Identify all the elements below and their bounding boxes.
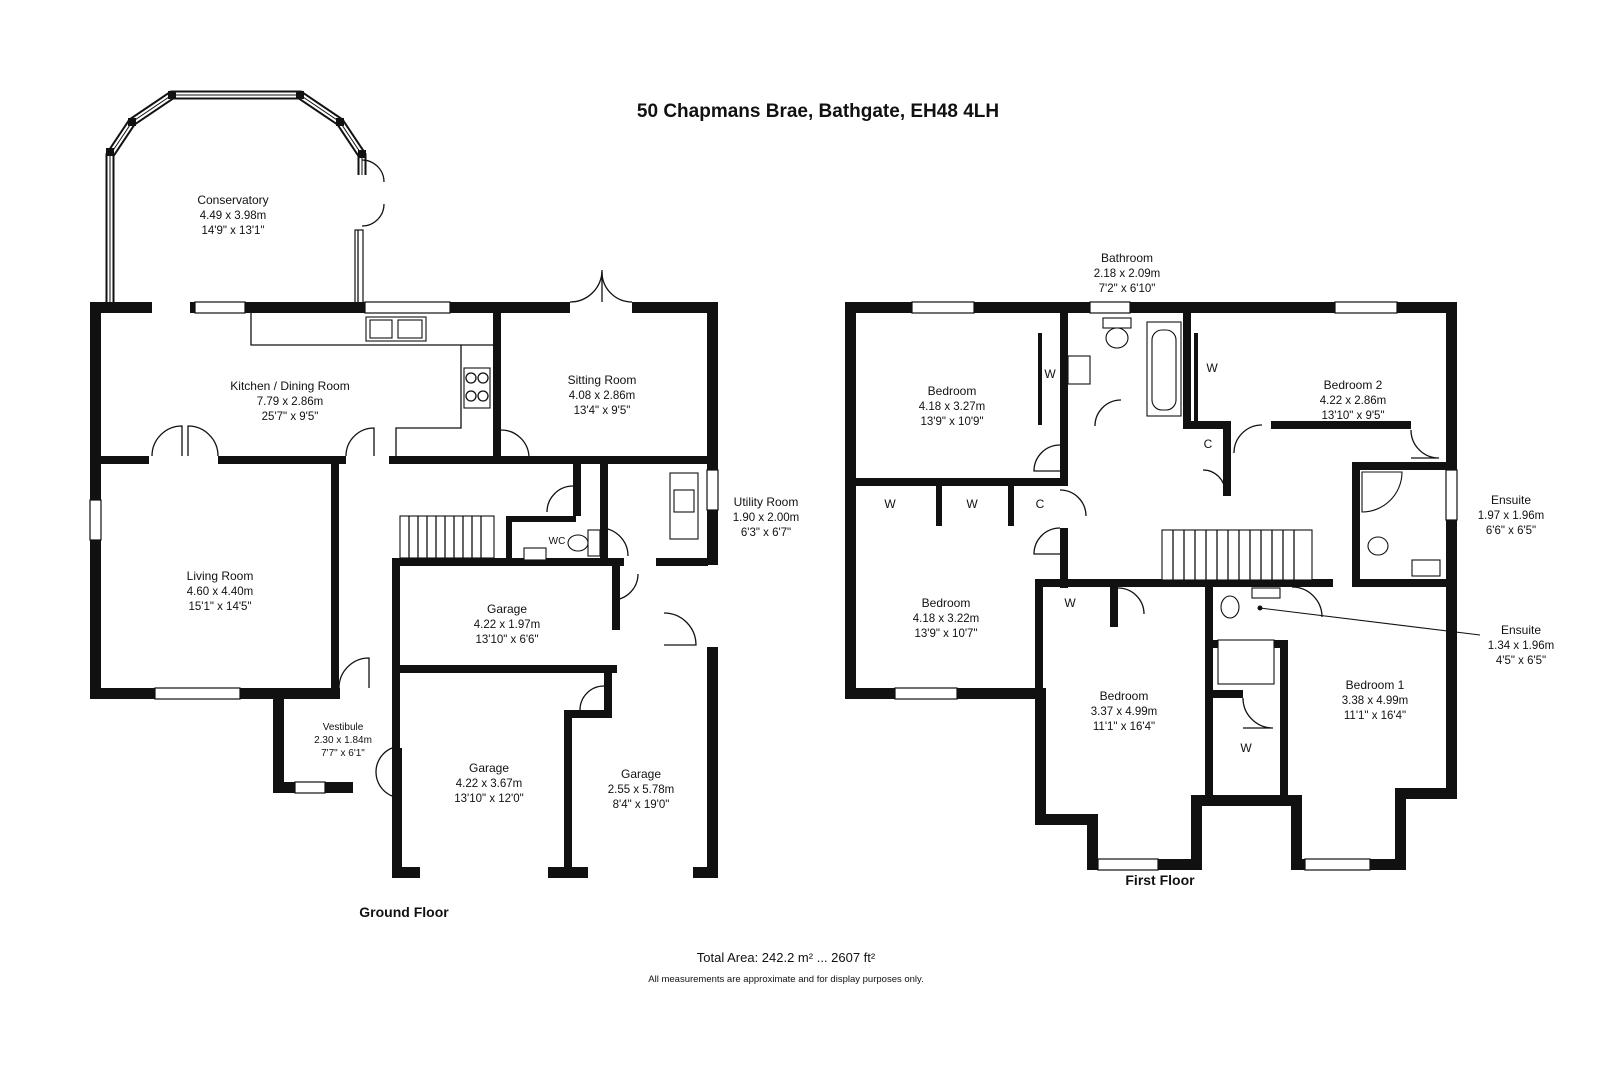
vestibule-label: Vestibule <box>323 722 364 733</box>
garage-mid-metric: 4.22 x 3.67m <box>456 778 522 790</box>
garage-right-imperial: 8'4" x 19'0" <box>613 799 670 811</box>
living-room-imperial: 15'1" x 14'5" <box>188 601 251 613</box>
conservatory-walls <box>105 90 385 310</box>
wardrobe-label-bedroom1: W <box>1240 741 1252 755</box>
ensuite-center-imperial: 4'5" x 6'5" <box>1496 655 1546 667</box>
ensuite-right-imperial: 6'6" x 6'5" <box>1486 525 1536 537</box>
bathroom-metric: 2.18 x 2.09m <box>1094 268 1160 280</box>
sitting-room-imperial: 13'4" x 9'5" <box>574 405 631 417</box>
disclaimer-text: All measurements are approximate and for… <box>648 974 923 985</box>
wc-label: WC <box>549 536 566 547</box>
bedroom1-imperial: 11'1" x 16'4" <box>1344 710 1406 722</box>
ensuite-right-label: Ensuite <box>1491 493 1531 507</box>
bedroom1-metric: 3.38 x 4.99m <box>1342 695 1408 707</box>
bedroom-top-left-imperial: 13'9" x 10'9" <box>920 416 983 428</box>
first-storage-labels: W W C W W C W W <box>884 361 1252 755</box>
bedroom-top-left-label: Bedroom <box>928 384 977 398</box>
kitchen-metric: 7.79 x 2.86m <box>257 396 323 408</box>
bathroom-label: Bathroom <box>1101 251 1153 265</box>
first-floor-label: First Floor <box>1125 872 1195 888</box>
conservatory-imperial: 14'9" x 13'1" <box>201 225 264 237</box>
sitting-room-metric: 4.08 x 2.86m <box>569 390 635 402</box>
wardrobe-label-bath-left: W <box>1044 367 1056 381</box>
vestibule-imperial: 7'7" x 6'1" <box>321 748 365 759</box>
wardrobe-label-bath-right: W <box>1206 361 1218 375</box>
ground-fixtures <box>250 313 699 562</box>
first-room-labels: Bathroom 2.18 x 2.09m 7'2" x 6'10" Bedro… <box>913 251 1554 888</box>
wardrobe-label-bed-1: W <box>884 497 896 511</box>
bedroom2-label: Bedroom 2 <box>1324 378 1383 392</box>
ground-room-labels: Conservatory 4.49 x 3.98m 14'9" x 13'1" … <box>187 193 800 920</box>
bedroom-mid-left-metric: 4.18 x 3.22m <box>913 613 979 625</box>
living-room-metric: 4.60 x 4.40m <box>187 586 253 598</box>
first-fixtures <box>1038 317 1481 685</box>
garage-mid-imperial: 13'10" x 12'0" <box>454 793 523 805</box>
garage-right-metric: 2.55 x 5.78m <box>608 784 674 796</box>
bathroom-imperial: 7'2" x 6'10" <box>1099 283 1156 295</box>
utility-room-metric: 1.90 x 2.00m <box>733 512 799 524</box>
utility-room-imperial: 6'3" x 6'7" <box>741 527 791 539</box>
kitchen-imperial: 25'7" x 9'5" <box>262 411 319 423</box>
property-address-title: 50 Chapmans Brae, Bathgate, EH48 4LH <box>637 101 999 122</box>
garage-small-imperial: 13'10" x 6'6" <box>475 634 538 646</box>
ground-door-swings <box>151 269 697 797</box>
cupboard-label-bed: C <box>1036 497 1045 511</box>
bedroom-top-left-metric: 4.18 x 3.27m <box>919 401 985 413</box>
bedroom-bottom-center-imperial: 11'1" x 16'4" <box>1093 721 1155 733</box>
conservatory-metric: 4.49 x 3.98m <box>200 210 266 222</box>
wardrobe-label-bed-center: W <box>1064 596 1076 610</box>
ensuite-right-metric: 1.97 x 1.96m <box>1478 510 1544 522</box>
bedroom1-label: Bedroom 1 <box>1346 678 1405 692</box>
bedroom2-imperial: 13'10" x 9'5" <box>1321 410 1384 422</box>
bedroom-mid-left-imperial: 13'9" x 10'7" <box>914 628 977 640</box>
vestibule-metric: 2.30 x 1.84m <box>314 735 372 746</box>
garage-mid-label: Garage <box>469 761 509 775</box>
living-room-label: Living Room <box>187 569 254 583</box>
bedroom-bottom-center-label: Bedroom <box>1100 689 1149 703</box>
ground-floor-label: Ground Floor <box>359 904 449 920</box>
bedroom2-metric: 4.22 x 2.86m <box>1320 395 1386 407</box>
total-area-text: Total Area: 242.2 m² ... 2607 ft² <box>697 950 876 965</box>
garage-small-metric: 4.22 x 1.97m <box>474 619 540 631</box>
garage-right-label: Garage <box>621 767 661 781</box>
ground-floor-plan: Conservatory 4.49 x 3.98m 14'9" x 13'1" … <box>89 90 800 920</box>
first-exterior-walls <box>845 301 1458 871</box>
cupboard-label-landing: C <box>1204 437 1213 451</box>
wardrobe-label-bed-2: W <box>966 497 978 511</box>
bedroom-bottom-center-metric: 3.37 x 4.99m <box>1091 706 1157 718</box>
bedroom-mid-left-label: Bedroom <box>922 596 971 610</box>
ensuite-center-label: Ensuite <box>1501 623 1541 637</box>
utility-room-label: Utility Room <box>734 495 799 509</box>
sitting-room-label: Sitting Room <box>568 373 637 387</box>
ensuite-center-metric: 1.34 x 1.96m <box>1488 640 1554 652</box>
garage-small-label: Garage <box>487 602 527 616</box>
conservatory-label: Conservatory <box>197 193 268 207</box>
kitchen-label: Kitchen / Dining Room <box>230 379 349 393</box>
first-floor-plan: W W C W W C W W Bathroom 2.18 x 2.09m 7'… <box>845 251 1554 888</box>
first-door-swings <box>1033 399 1440 729</box>
